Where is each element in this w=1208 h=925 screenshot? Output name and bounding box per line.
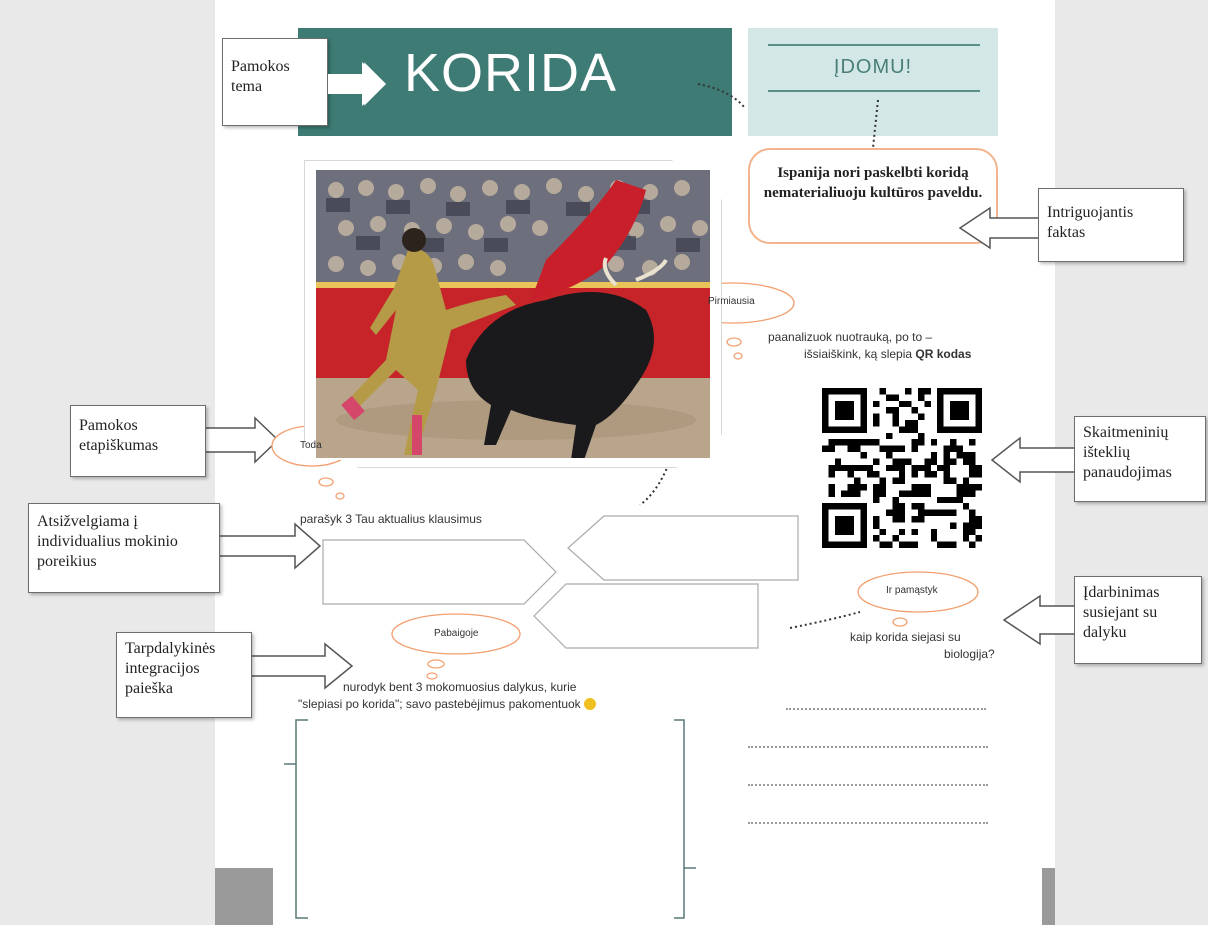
connector-dotted <box>697 83 746 109</box>
subjects-instruction-line1: nurodyk bent 3 mokomuosius dalykus, kuri… <box>343 680 577 694</box>
annotation-topic: Pamokos tema <box>222 38 328 126</box>
arrow-individual <box>217 522 322 570</box>
interesting-label: ĮDOMU! <box>833 56 913 78</box>
cloud-then-text: Toda <box>300 440 322 451</box>
fact-text: Ispanija nori paskelbti koridą nemateria… <box>763 165 983 201</box>
bullfight-photo <box>316 170 710 458</box>
cloud-also <box>857 571 979 627</box>
qr-instruction-line1: paanalizuok nuotrauką, po to – <box>768 330 933 344</box>
annotation-individual: Atsižvelgiama į individualius mokinio po… <box>28 503 220 593</box>
annotation-engagement: Įdarbinimas susiejant su dalyku <box>1074 576 1202 664</box>
right-footer-bar <box>1042 868 1055 925</box>
qr-code[interactable] <box>822 388 982 548</box>
arrow-intriguing <box>958 206 1041 250</box>
subjects-instruction-line2: "slepiasi po korida"; savo pastebėjimus … <box>298 697 597 711</box>
question-shape-1 <box>322 539 557 605</box>
arrow-stages <box>204 416 280 464</box>
question-shape-2 <box>567 515 799 581</box>
interesting-fact-header <box>748 28 998 136</box>
answer-box-brackets <box>284 719 696 919</box>
smiley-icon <box>584 698 597 710</box>
answer-line[interactable] <box>748 784 988 786</box>
arrow-engagement <box>1002 594 1076 646</box>
answer-line[interactable] <box>748 746 988 748</box>
biology-question-line2: biologija? <box>944 647 995 661</box>
annotation-intriguing: Intriguojantis faktas <box>1038 188 1184 262</box>
divider <box>768 44 980 46</box>
annotation-stages: Pamokos etapiškumas <box>70 405 206 477</box>
cloud-first-text: Pirmiausia <box>708 296 755 307</box>
connector-dotted <box>872 99 879 149</box>
qr-instruction-line2: išsiaiškink, ką slepia QR kodas <box>804 347 972 361</box>
left-footer-bar <box>215 868 273 925</box>
fact-box <box>748 148 998 244</box>
cloud-also-text: Ir pamąstyk <box>886 585 938 596</box>
page-title: KORIDA <box>404 43 618 103</box>
annotation-digital: Skaitmeninių išteklių panaudojimas <box>1074 416 1206 502</box>
answer-line[interactable] <box>748 822 988 824</box>
cloud-finally <box>391 613 521 680</box>
divider <box>768 90 980 92</box>
question-shape-3 <box>533 583 759 649</box>
arrow-topic <box>324 62 387 106</box>
arrow-integration <box>249 642 354 690</box>
arrow-digital <box>990 436 1076 484</box>
answer-line[interactable] <box>786 708 986 710</box>
subjects-answer-box[interactable] <box>296 718 684 920</box>
cloud-finally-text: Pabaigoje <box>434 628 479 639</box>
questions-instruction: parašyk 3 Tau aktualius klausimus <box>300 512 482 526</box>
biology-question-line1: kaip korida siejasi su <box>850 630 961 644</box>
connector-dotted <box>789 611 861 629</box>
annotation-integration: Tarpdalykinės integracijos paieška <box>116 632 252 718</box>
